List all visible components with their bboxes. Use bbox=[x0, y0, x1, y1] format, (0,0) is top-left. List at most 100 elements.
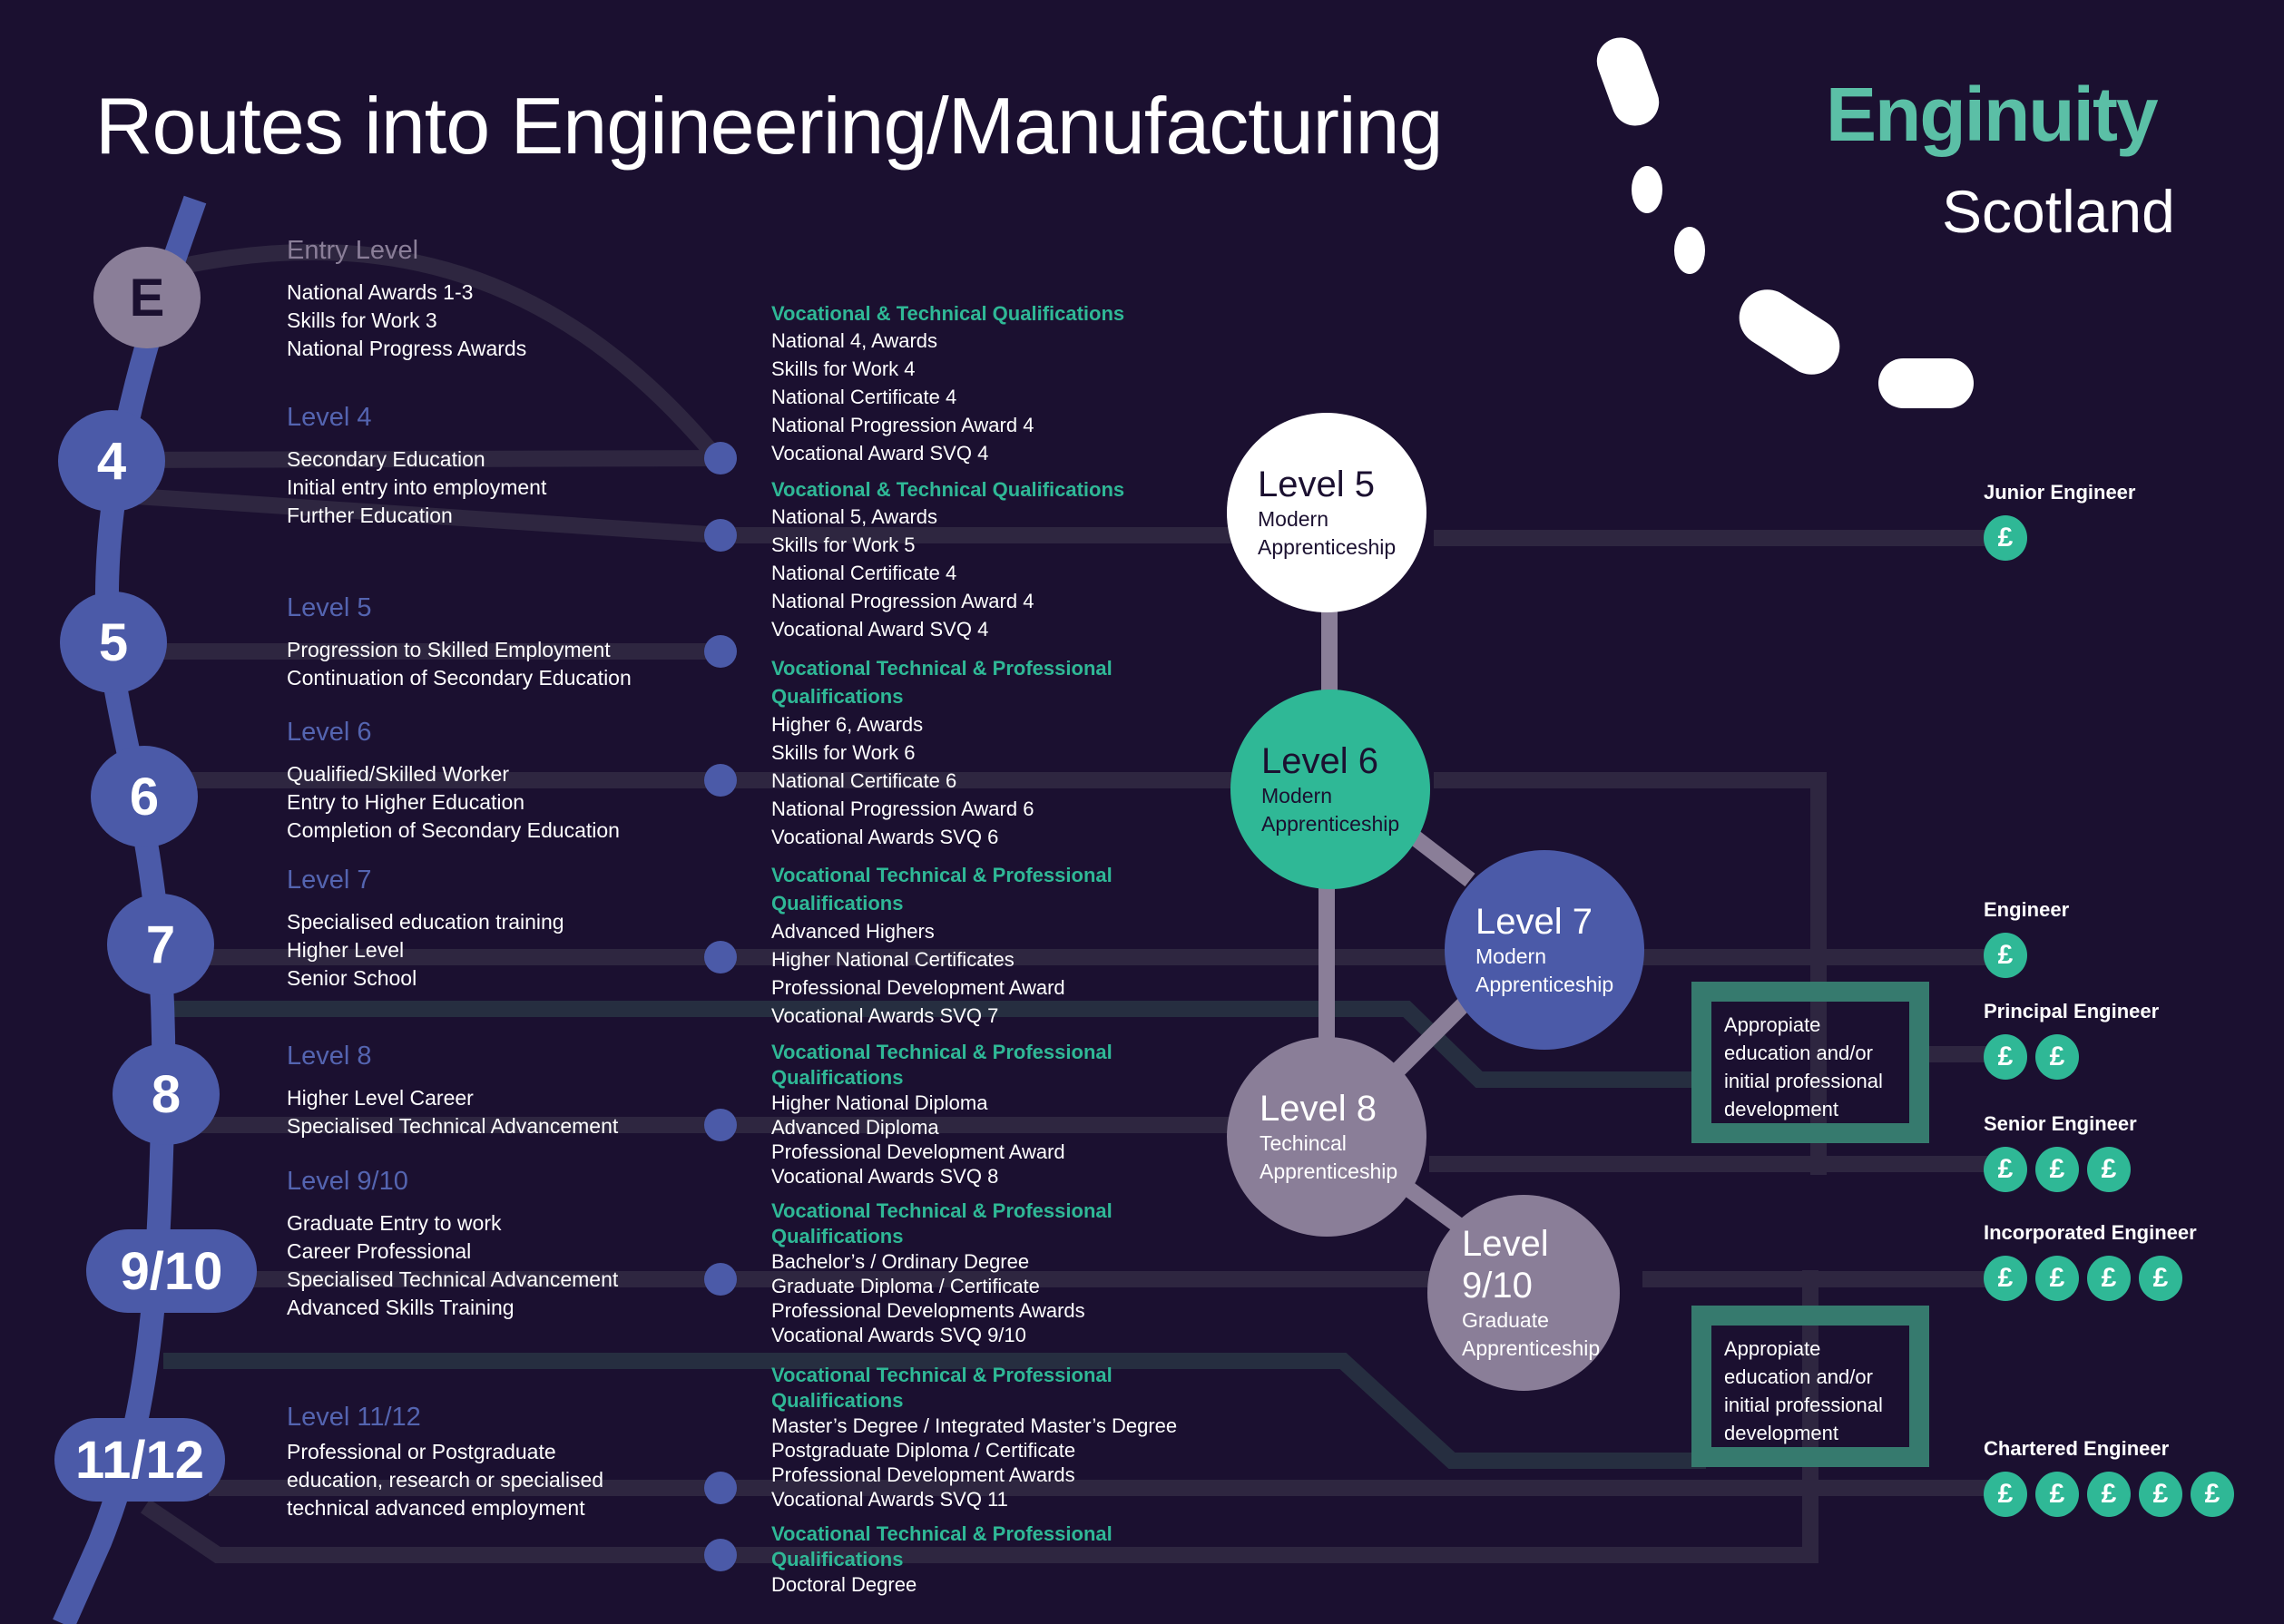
level-item: Higher Level bbox=[287, 938, 405, 962]
pay-indicator: £££££ bbox=[1984, 1472, 2234, 1517]
box-line: development bbox=[1724, 1422, 1838, 1444]
pound-coin-icon: £ bbox=[2087, 1147, 2131, 1192]
qualification-heading: Qualifications bbox=[771, 1066, 904, 1089]
qualification-item: National Progression Award 4 bbox=[771, 590, 1034, 612]
level-item: Specialised education training bbox=[287, 910, 564, 934]
level-node-5[interactable]: 5 bbox=[60, 592, 167, 693]
career-title: Junior Engineer bbox=[1984, 481, 2136, 504]
level-node-6[interactable]: 6 bbox=[91, 746, 198, 847]
page-title: Routes into Engineering/Manufacturing bbox=[95, 81, 1443, 171]
level-node-8[interactable]: 8 bbox=[113, 1043, 220, 1145]
career-engineer[interactable]: Engineer £ bbox=[1984, 898, 2069, 978]
route-dot[interactable] bbox=[704, 519, 737, 552]
level-badge: 4 bbox=[96, 431, 127, 491]
pound-coin-icon: £ bbox=[2035, 1472, 2079, 1517]
route-dot[interactable] bbox=[704, 764, 737, 797]
pound-coin-icon: £ bbox=[2035, 1034, 2079, 1080]
level-desc-11-12: Level 11/12 Professional or Postgraduate… bbox=[287, 1403, 603, 1522]
apprenticeship-level-7[interactable]: Level 7 Modern Apprenticeship bbox=[1445, 850, 1644, 1050]
qualification-heading: Vocational Technical & Professional bbox=[771, 864, 1113, 886]
apprenticeship-level: Level 6 bbox=[1261, 741, 1378, 781]
level-heading: Level 9/10 bbox=[287, 1167, 408, 1196]
box-line: Appropiate bbox=[1724, 1013, 1821, 1036]
apprenticeship-level: Level 8 bbox=[1260, 1089, 1377, 1129]
apprenticeship-level: Level 5 bbox=[1258, 465, 1375, 504]
route-l4-a bbox=[108, 450, 722, 468]
level-node-9-10[interactable]: 9/10 bbox=[86, 1229, 257, 1313]
apprenticeship-level-6[interactable]: Level 6 Modern Apprenticeship bbox=[1230, 690, 1430, 889]
career-senior-engineer[interactable]: Senior Engineer £££ bbox=[1984, 1112, 2137, 1192]
apprenticeship-level-5[interactable]: Level 5 Modern Apprenticeship bbox=[1227, 413, 1426, 612]
route-dot[interactable] bbox=[704, 1472, 737, 1504]
qualification-heading: Qualifications bbox=[771, 1548, 904, 1570]
apprenticeship-level-9-10[interactable]: Level 9/10 Graduate Apprenticeship bbox=[1427, 1195, 1620, 1391]
apprenticeship-level-8[interactable]: Level 8 Techincal Apprenticeship bbox=[1227, 1037, 1426, 1237]
brand-logo: Enginuity bbox=[1826, 72, 2159, 157]
qualification-item: Professional Development Award bbox=[771, 1140, 1065, 1163]
level-item: National Awards 1-3 bbox=[287, 280, 474, 304]
career-principal-engineer[interactable]: Principal Engineer ££ bbox=[1984, 1000, 2159, 1080]
route-dot[interactable] bbox=[704, 1539, 737, 1571]
qualification-item: National 4, Awards bbox=[771, 329, 938, 352]
level-node-11-12[interactable]: 11/12 bbox=[54, 1418, 225, 1502]
apprenticeship-level: Level 7 bbox=[1475, 902, 1593, 942]
qualification-item: Advanced Highers bbox=[771, 920, 935, 943]
route-dot[interactable] bbox=[704, 635, 737, 668]
box-line: Appropiate bbox=[1724, 1337, 1821, 1360]
development-box-upper: Appropiate education and/or initial prof… bbox=[1691, 982, 1929, 1143]
apprenticeship-type: Techincal bbox=[1260, 1131, 1347, 1155]
apprenticeship-type: Modern bbox=[1258, 507, 1328, 531]
qualification-item: Skills for Work 4 bbox=[771, 357, 916, 380]
level-node-7[interactable]: 7 bbox=[107, 894, 214, 995]
career-chartered-engineer[interactable]: Chartered Engineer £££££ bbox=[1984, 1437, 2234, 1517]
level-badge: 7 bbox=[145, 915, 176, 974]
qualification-group-12: Vocational Technical & Professional Qual… bbox=[771, 1521, 1113, 1597]
level-badge: E bbox=[129, 268, 165, 328]
pound-coin-icon: £ bbox=[2087, 1256, 2131, 1301]
level-badge: 5 bbox=[98, 612, 129, 672]
decor-dash-3 bbox=[1878, 358, 1974, 408]
pay-indicator: ££ bbox=[1984, 1034, 2159, 1080]
level-badge: 9/10 bbox=[120, 1241, 223, 1301]
qualification-heading: Qualifications bbox=[771, 685, 904, 708]
brand-region: Scotland bbox=[1942, 178, 2175, 245]
pound-coin-icon: £ bbox=[1984, 1147, 2027, 1192]
level-badge: 8 bbox=[151, 1064, 181, 1124]
level-node-entry[interactable]: E bbox=[93, 247, 201, 348]
level-item: Continuation of Secondary Education bbox=[287, 666, 632, 690]
level-badge: 11/12 bbox=[75, 1430, 204, 1490]
qualification-heading: Qualifications bbox=[771, 1389, 904, 1412]
pay-indicator: £ bbox=[1984, 933, 2069, 978]
pay-indicator: £ bbox=[1984, 515, 2135, 561]
level-item: Specialised Technical Advancement bbox=[287, 1267, 619, 1291]
box-line: initial professional bbox=[1724, 1070, 1883, 1092]
route-doctoral bbox=[140, 1270, 1818, 1563]
route-entry-curve bbox=[152, 243, 723, 464]
route-dot[interactable] bbox=[704, 1263, 737, 1296]
qualification-item: National Certificate 4 bbox=[771, 562, 957, 584]
route-dot[interactable] bbox=[704, 442, 737, 474]
level-desc-4: Level 4 Secondary Education Initial entr… bbox=[287, 403, 546, 530]
link-l7-l8 bbox=[1382, 992, 1476, 1086]
qualification-group-8: Vocational Technical & Professional Qual… bbox=[771, 1040, 1113, 1189]
qualification-item: National Progression Award 6 bbox=[771, 797, 1034, 820]
career-junior-engineer[interactable]: Junior Engineer £ bbox=[1984, 481, 2135, 561]
career-title: Chartered Engineer bbox=[1984, 1437, 2170, 1460]
level-desc-5: Level 5 Progression to Skilled Employmen… bbox=[287, 593, 632, 692]
qualification-item: Higher 6, Awards bbox=[771, 713, 924, 736]
level-heading: Entry Level bbox=[287, 236, 419, 265]
level-node-4[interactable]: 4 bbox=[58, 410, 165, 512]
level-heading: Level 11/12 bbox=[287, 1403, 421, 1432]
qualification-item: Bachelor’s / Ordinary Degree bbox=[771, 1250, 1030, 1273]
level-item: technical advanced employment bbox=[287, 1496, 585, 1520]
qualification-heading: Vocational Technical & Professional bbox=[771, 1522, 1113, 1545]
route-dot[interactable] bbox=[704, 1109, 737, 1141]
career-incorporated-engineer[interactable]: Incorporated Engineer ££££ bbox=[1984, 1221, 2197, 1301]
level-item: Specialised Technical Advancement bbox=[287, 1114, 619, 1138]
qualification-heading: Vocational Technical & Professional bbox=[771, 1364, 1113, 1386]
route-dot[interactable] bbox=[704, 941, 737, 973]
qualification-item: Higher National Certificates bbox=[771, 948, 1015, 971]
qualification-item: National Certificate 6 bbox=[771, 769, 957, 792]
qualification-item: Advanced Diploma bbox=[771, 1116, 939, 1139]
qualification-heading: Vocational & Technical Qualifications bbox=[771, 302, 1125, 325]
